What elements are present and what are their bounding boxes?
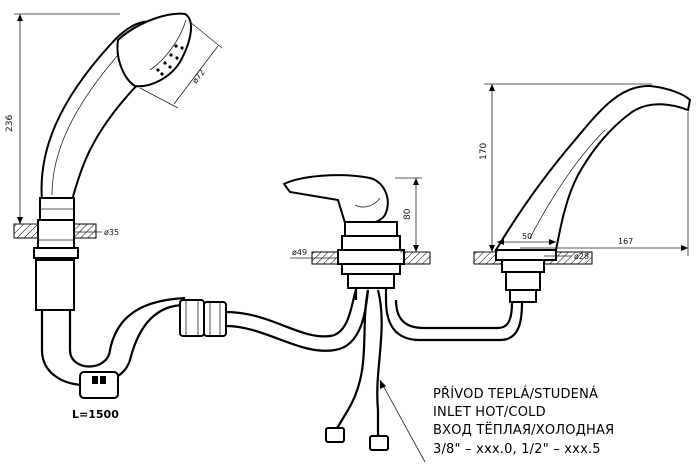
hand-shower: 236 ø72 ø35 <box>5 12 223 311</box>
mixer-body <box>344 221 398 237</box>
dim-shower-head-dia: ø72 <box>190 68 206 85</box>
note-line-3: ВХОД ТЁПЛАЯ/ХОЛОДНАЯ <box>433 422 614 438</box>
spout: 170 50 167 ø28 <box>384 83 692 342</box>
inlet-connector-right <box>369 435 389 451</box>
dim-spout-base-width: 50 <box>522 232 532 241</box>
note-line-4: 3/8" – xxx.0, 1/2" – xxx.5 <box>433 442 601 457</box>
dim-spout-base-dia: ø28 <box>574 252 589 261</box>
hose-clip <box>79 371 119 399</box>
mixer-lever <box>282 174 389 228</box>
shower-head <box>116 12 192 88</box>
dim-spout-reach: 167 <box>618 237 633 246</box>
note-line-1: PŘÍVOD TEPLÁ/STUDENÁ <box>433 386 598 402</box>
mixer: 80 ø49 <box>282 174 431 451</box>
dim-mixer-height: 80 <box>403 208 413 220</box>
note-line-2: INLET HOT/COLD <box>433 405 546 420</box>
inlet-connector-left <box>325 427 345 443</box>
dim-mixer-base-dia: ø49 <box>292 248 307 257</box>
dim-shower-base-dia: ø35 <box>104 228 119 237</box>
hose-coupling <box>179 299 205 337</box>
shower-shank <box>35 259 75 311</box>
note-leader-line <box>379 379 426 463</box>
dim-hose-length: L=1500 <box>72 408 119 421</box>
hose: L=1500 <box>40 289 370 421</box>
dim-spout-height: 170 <box>479 143 489 160</box>
dim-shower-height: 236 <box>5 115 15 132</box>
spout-body <box>494 84 692 251</box>
inlet-note: PŘÍVOD TEPLÁ/STUDENÁ INLET HOT/COLD ВХОД… <box>433 386 614 457</box>
